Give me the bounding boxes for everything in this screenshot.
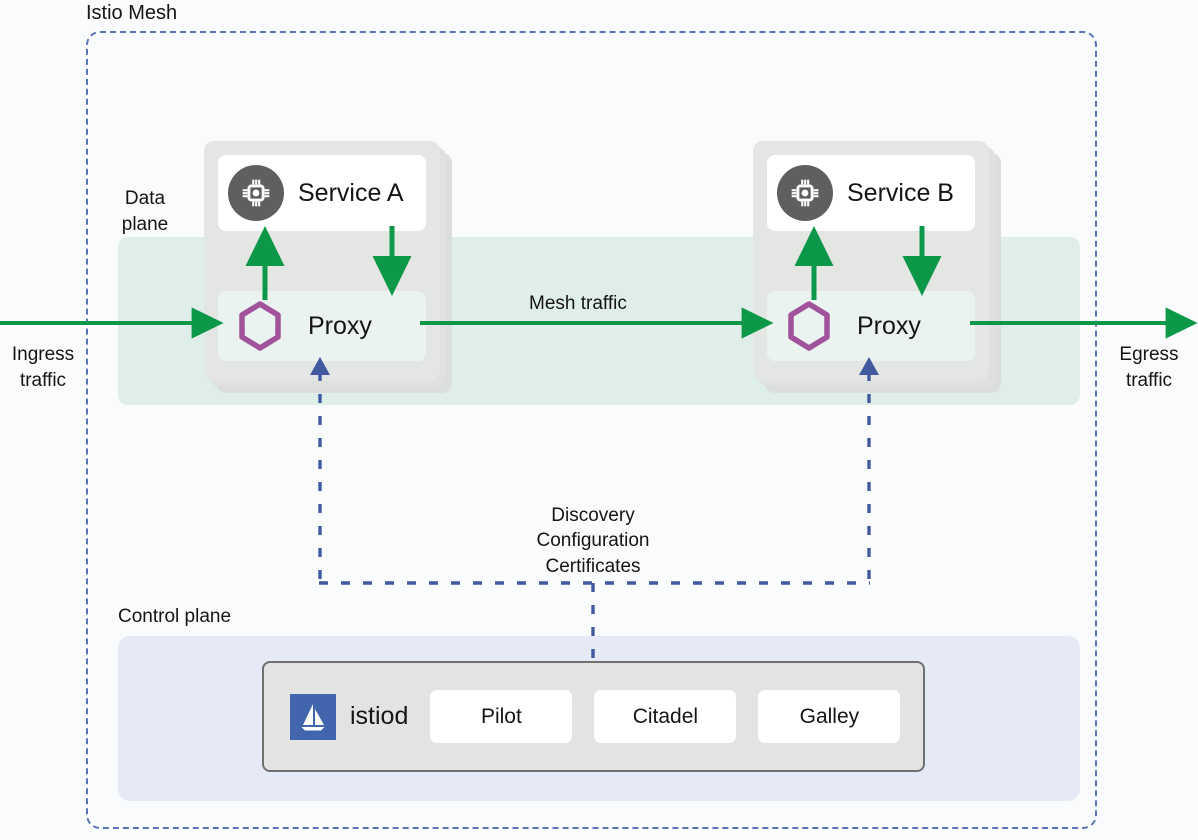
istiod-label: istiod [350, 702, 409, 730]
data-plane-label: Data plane [121, 188, 169, 235]
hexagon-icon [234, 300, 286, 352]
cpu-chip-icon [777, 165, 833, 221]
control-plane-component-citadel[interactable]: Citadel [594, 690, 737, 743]
pod-body: Service B Proxy [753, 141, 989, 381]
service-name-label: Service B [847, 178, 954, 207]
service-card[interactable]: Service B [767, 155, 975, 231]
control-plane-component-pilot[interactable]: Pilot [430, 690, 573, 743]
proxy-card[interactable]: Proxy [767, 291, 975, 361]
cpu-chip-icon [228, 165, 284, 221]
service-name-label: Service A [298, 178, 404, 207]
istiod-box[interactable]: istiod Pilot Citadel Galley [262, 661, 925, 772]
proxy-label: Proxy [308, 311, 372, 340]
ingress-traffic-label: Ingress traffic [11, 344, 75, 391]
istio-mesh-title: Istio Mesh [86, 2, 178, 24]
control-connector-label: Discovery Configuration Certificates [536, 505, 650, 577]
proxy-card[interactable]: Proxy [218, 291, 426, 361]
istio-mesh-boundary [86, 31, 1097, 829]
mesh-traffic-label: Mesh traffic [529, 293, 627, 314]
hexagon-icon [783, 300, 835, 352]
service-card[interactable]: Service A [218, 155, 426, 231]
control-plane-label: Control plane [118, 606, 232, 627]
control-plane-component-galley[interactable]: Galley [758, 690, 901, 743]
istio-sailboat-logo-icon [290, 693, 336, 740]
proxy-label: Proxy [857, 311, 921, 340]
egress-traffic-label: Egress traffic [1119, 344, 1179, 391]
pod-body: Service A Proxy [204, 141, 440, 381]
pod-service-a: Service A Proxy [204, 141, 452, 393]
pod-service-b: Service B Proxy [753, 141, 1001, 393]
